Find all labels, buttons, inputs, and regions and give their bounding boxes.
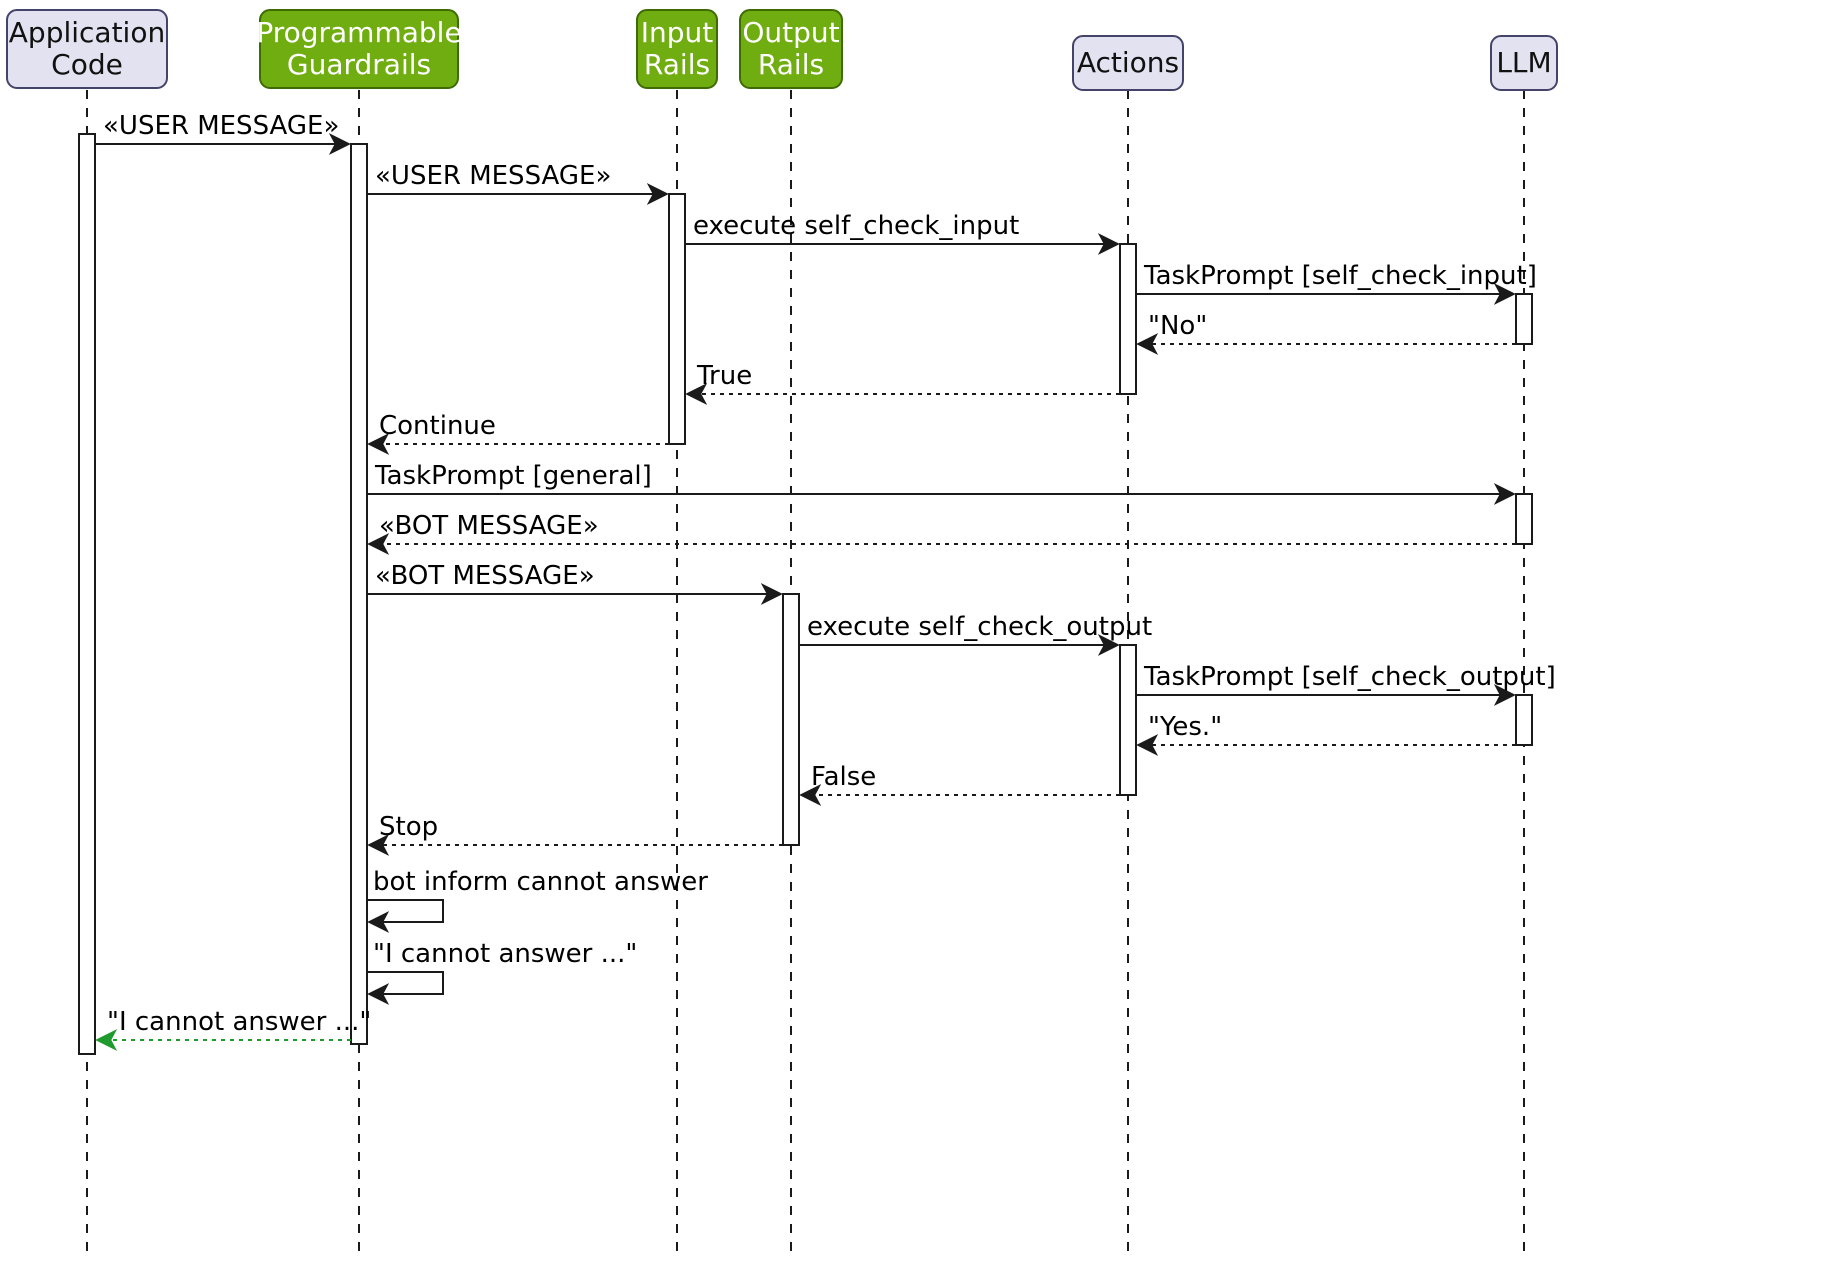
message-label: "Yes." [1148, 712, 1222, 742]
message-m4: TaskPrompt [self_check_input] [1136, 261, 1537, 305]
message-label: execute self_check_output [807, 612, 1152, 642]
participant-actions[interactable]: Actions [1072, 35, 1184, 91]
message-label: «BOT MESSAGE» [379, 511, 599, 541]
activation-bar-llm [1515, 694, 1533, 746]
participant-label: LLM [1496, 46, 1551, 79]
activation-bar-guardrails [350, 143, 368, 1045]
participant-label-line2: Code [51, 48, 123, 81]
participant-box[interactable] [1490, 35, 1558, 91]
participant-label-line2: Guardrails [287, 48, 431, 81]
message-m9: «BOT MESSAGE» [367, 511, 1516, 555]
message-label: Stop [379, 812, 438, 842]
self-message-arrow [367, 899, 444, 933]
message-label: bot inform cannot answer [373, 867, 708, 897]
activation-bar-actions [1119, 644, 1137, 796]
participant-box[interactable] [636, 9, 718, 89]
message-m17: "I cannot answer ..." [367, 939, 637, 1005]
participant-box[interactable] [1072, 35, 1184, 91]
message-m14: False [799, 762, 1120, 806]
message-m18: "I cannot answer ..." [95, 1007, 371, 1051]
message-m11: execute self_check_output [799, 612, 1152, 656]
messages-group: «USER MESSAGE» «USER MESSAGE» execute self… [95, 111, 1556, 1051]
activation-bar-llm [1515, 293, 1533, 345]
message-label: «USER MESSAGE» [103, 111, 339, 141]
participant-label-line2: Rails [644, 48, 710, 81]
message-label: «BOT MESSAGE» [375, 561, 595, 591]
activation-bars-group [78, 133, 1533, 1055]
message-m13: "Yes." [1136, 712, 1516, 756]
activation-bar-output [782, 593, 800, 846]
message-m2: «USER MESSAGE» [367, 161, 669, 205]
participant-label-line2: Rails [758, 48, 824, 81]
message-m6: True [685, 361, 1120, 405]
message-m5: "No" [1136, 311, 1516, 355]
message-label: TaskPrompt [general] [374, 461, 652, 491]
message-label: "No" [1148, 311, 1207, 341]
participant-label: Actions [1077, 46, 1179, 79]
message-m8: TaskPrompt [general] [367, 461, 1516, 505]
message-label: TaskPrompt [self_check_output] [1143, 662, 1556, 692]
message-m12: TaskPrompt [self_check_output] [1136, 662, 1556, 706]
message-m10: «BOT MESSAGE» [367, 561, 783, 605]
participant-box[interactable] [259, 9, 459, 89]
participant-label-line1: Application [9, 16, 165, 49]
message-m1: «USER MESSAGE» [95, 111, 351, 155]
message-m3: execute self_check_input [685, 211, 1120, 255]
message-label: False [811, 762, 876, 792]
participant-llm[interactable]: LLM [1490, 35, 1558, 91]
message-label: «USER MESSAGE» [375, 161, 611, 191]
participant-label-line1: Output [742, 16, 839, 49]
message-label: True [696, 361, 752, 391]
message-label: Continue [379, 411, 496, 441]
participant-box[interactable] [739, 9, 843, 89]
message-m7: Continue [367, 411, 669, 455]
self-message-arrow [367, 971, 444, 1005]
activation-bar-llm [1515, 493, 1533, 545]
activation-bar-actions [1119, 243, 1137, 395]
message-label: TaskPrompt [self_check_input] [1143, 261, 1537, 291]
message-label: "I cannot answer ..." [107, 1007, 371, 1037]
participant-label-line1: Input [641, 16, 714, 49]
message-label: execute self_check_input [693, 211, 1019, 241]
participant-label-line1: Programmable [256, 16, 461, 49]
message-m15: Stop [367, 812, 783, 856]
participant-box[interactable] [6, 9, 168, 89]
activation-bar-app [78, 133, 96, 1055]
activation-bar-input [668, 193, 686, 445]
message-label: "I cannot answer ..." [373, 939, 637, 969]
message-m16: bot inform cannot answer [367, 867, 708, 933]
